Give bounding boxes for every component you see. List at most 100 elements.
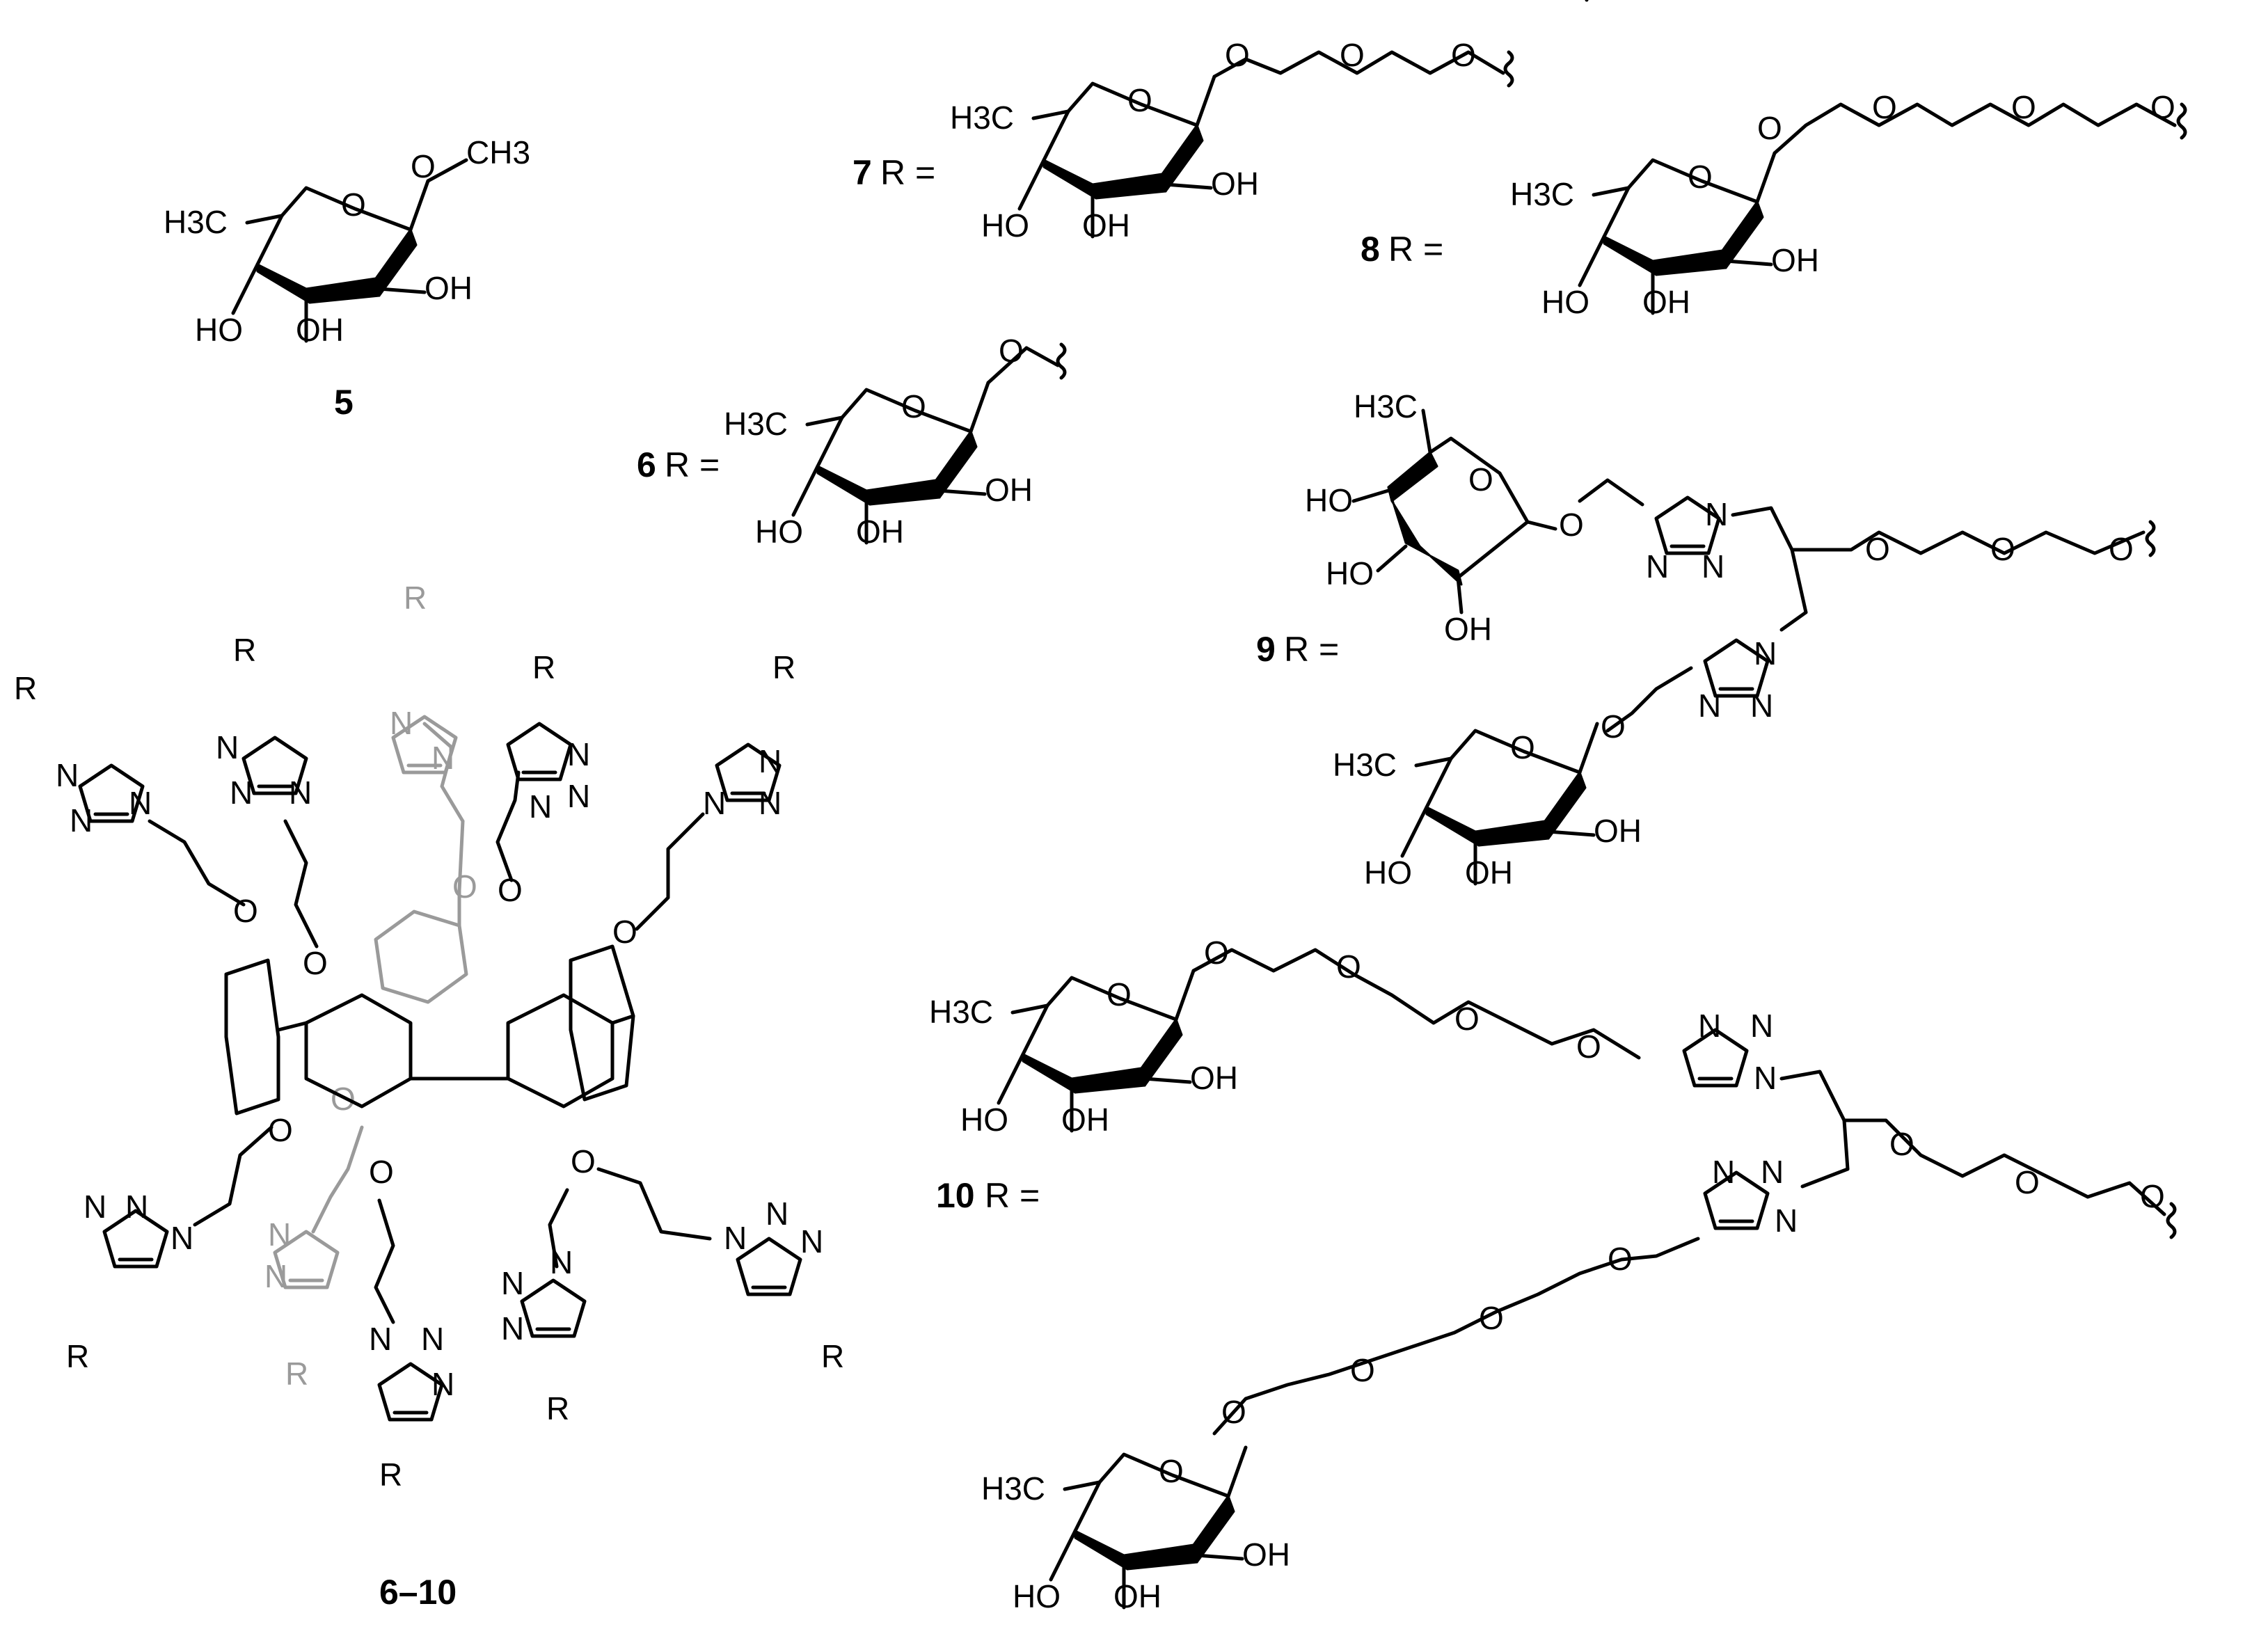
atom-o-4: O [2150,89,2175,125]
atom-n-b3-3: N [501,1310,524,1347]
atom-o-10b-3: O [2140,1178,2165,1214]
atom-oh-c2: OH [425,270,473,306]
compound-label-7: 7 [853,153,872,192]
atom-n-a3-2: N [567,736,590,772]
atom-r-gray-top: R [404,580,427,616]
atom-o-10c-2: O [1479,1300,1504,1336]
atom-o-core-7: O [571,1143,596,1180]
atom-n-tz1-2: N [1702,548,1724,585]
atom-o-10a-3: O [1454,1001,1480,1037]
compound-label-5: 5 [334,383,354,422]
compound-5-methyl-fucoside: O CH3 O OH OH HO H3C [164,134,530,348]
atom-h3c-c5: H3C [1510,176,1574,212]
atom-r-a2: R [233,632,256,668]
atom-o-methoxy: O [411,148,436,184]
atom-ho-c4: HO [195,312,243,348]
atom-o-10a-1: O [1204,935,1229,971]
substituent-6: O O OH OH HO H3C [724,333,1065,550]
atom-o-ring: O [1127,82,1152,118]
pillararene-core: N N R O N N R O O O O O O O O N N N R [14,580,844,1493]
atom-o-1: O [1757,110,1782,146]
atom-n-tz2-1: N [1754,635,1777,672]
atom-n-gray-2: N [431,740,454,776]
atom-h3c-c5: H3C [950,100,1014,136]
atom-ho-c4: HO [1541,284,1589,320]
atom-n-a1-3: N [129,785,152,821]
atom-r-b3: R [546,1390,569,1427]
atom-o-core-2: O [303,945,328,981]
substituent-8: O O O O O OH OH HO H3C [1510,89,2185,320]
atom-n-b2-3: N [431,1366,454,1402]
compound-label-10: 10 [936,1176,975,1215]
atom-h3c-c5: H3C [724,406,788,442]
atom-n-gray-4: N [264,1258,287,1294]
atom-oh-upper-c3: OH [1061,1102,1109,1138]
atom-o-core-5: O [268,1112,293,1148]
atom-oh-c2: OH [1211,166,1259,202]
atom-n-b4-2: N [766,1196,788,1232]
atom-o-2: O [1340,37,1365,73]
atom-oh-c2: OH [1771,242,1819,278]
atom-ch3-methoxy: CH3 [466,134,530,170]
atom-o-1: O [1225,37,1250,73]
atom-n-a2-2: N [230,775,253,811]
atom-n-b4-3: N [800,1223,823,1260]
atom-o-glycosidic: O [999,333,1024,369]
atom-n-tz3-2: N [1750,1008,1773,1044]
atom-n-b4-1: N [724,1220,747,1256]
atom-oh-c2: OH [985,472,1033,508]
atom-o-10b-1: O [1889,1126,1914,1162]
atom-o-3: O [2011,89,2036,125]
atom-o-ring: O [901,388,926,424]
atom-h3c-c5: H3C [164,204,228,240]
atom-n-a4-3: N [759,785,782,821]
atom-oh-upper-3: OH [1444,611,1492,647]
atom-h3c-lower: H3C [981,1470,1045,1507]
atom-oh-lower-c3: OH [1465,855,1513,891]
atom-n-tz1-1: N [1705,496,1728,532]
atom-n-tz2-2: N [1750,688,1773,724]
compound-label-6: 6 [637,445,656,484]
r-equals-8: R = [1388,230,1443,269]
atom-n-tz4-3: N [1775,1202,1798,1239]
atom-n-b2-1: N [369,1321,392,1357]
atom-oh-upper-c2: OH [1190,1060,1238,1096]
r-equals-9: R = [1284,630,1339,669]
atom-o-9-2: O [1990,531,2015,567]
atom-n-a1-1: N [56,757,79,793]
atom-h3c-lower: H3C [1333,747,1397,783]
atom-o-10a-4: O [1576,1029,1601,1065]
atom-r-b4: R [821,1338,844,1374]
atom-o-ring-upper: O [1468,461,1493,498]
atom-o-ring: O [1688,159,1713,195]
atom-o-ring-lower: O [1510,729,1535,765]
atom-o-10c-3: O [1350,1352,1375,1388]
substituent-9: O H3C HO HO OH O N N N O O O N N N O O O… [1305,0,2154,891]
atom-o-3: O [1451,37,1476,73]
atom-o-9-3: O [2109,531,2134,567]
atom-h3c-upper: H3C [1354,388,1418,424]
atom-n-tz4-1: N [1712,1154,1735,1190]
atom-o-2: O [1872,89,1897,125]
atom-oh-c3: OH [1082,207,1130,244]
atom-ho-c4: HO [981,207,1029,244]
atom-o-core-4: O [612,914,637,950]
atom-o-10b-2: O [2015,1164,2040,1200]
atom-r-a4: R [772,649,795,685]
atom-oh-lower-c2: OH [1242,1536,1290,1573]
atom-o-core-6: O [369,1154,394,1190]
atom-o-9-1: O [1865,531,1890,567]
atom-n-a3-1: N [529,788,552,825]
atom-r-b2: R [379,1456,402,1493]
atom-n-tz3-3: N [1754,1060,1777,1096]
atom-n-b1-3: N [171,1220,193,1256]
atom-o-10c-4: O [1221,1394,1246,1430]
atom-r-a1: R [14,670,37,706]
atom-n-a1-2: N [70,802,93,839]
atom-n-tz1-3: N [1646,548,1669,585]
atom-n-a2-1: N [216,729,239,765]
r-equals-7: R = [880,153,935,192]
atom-r-gray-bottom: R [285,1356,308,1392]
atom-h3c-upper: H3C [929,994,993,1030]
atom-n-tz2-3: N [1698,688,1721,724]
